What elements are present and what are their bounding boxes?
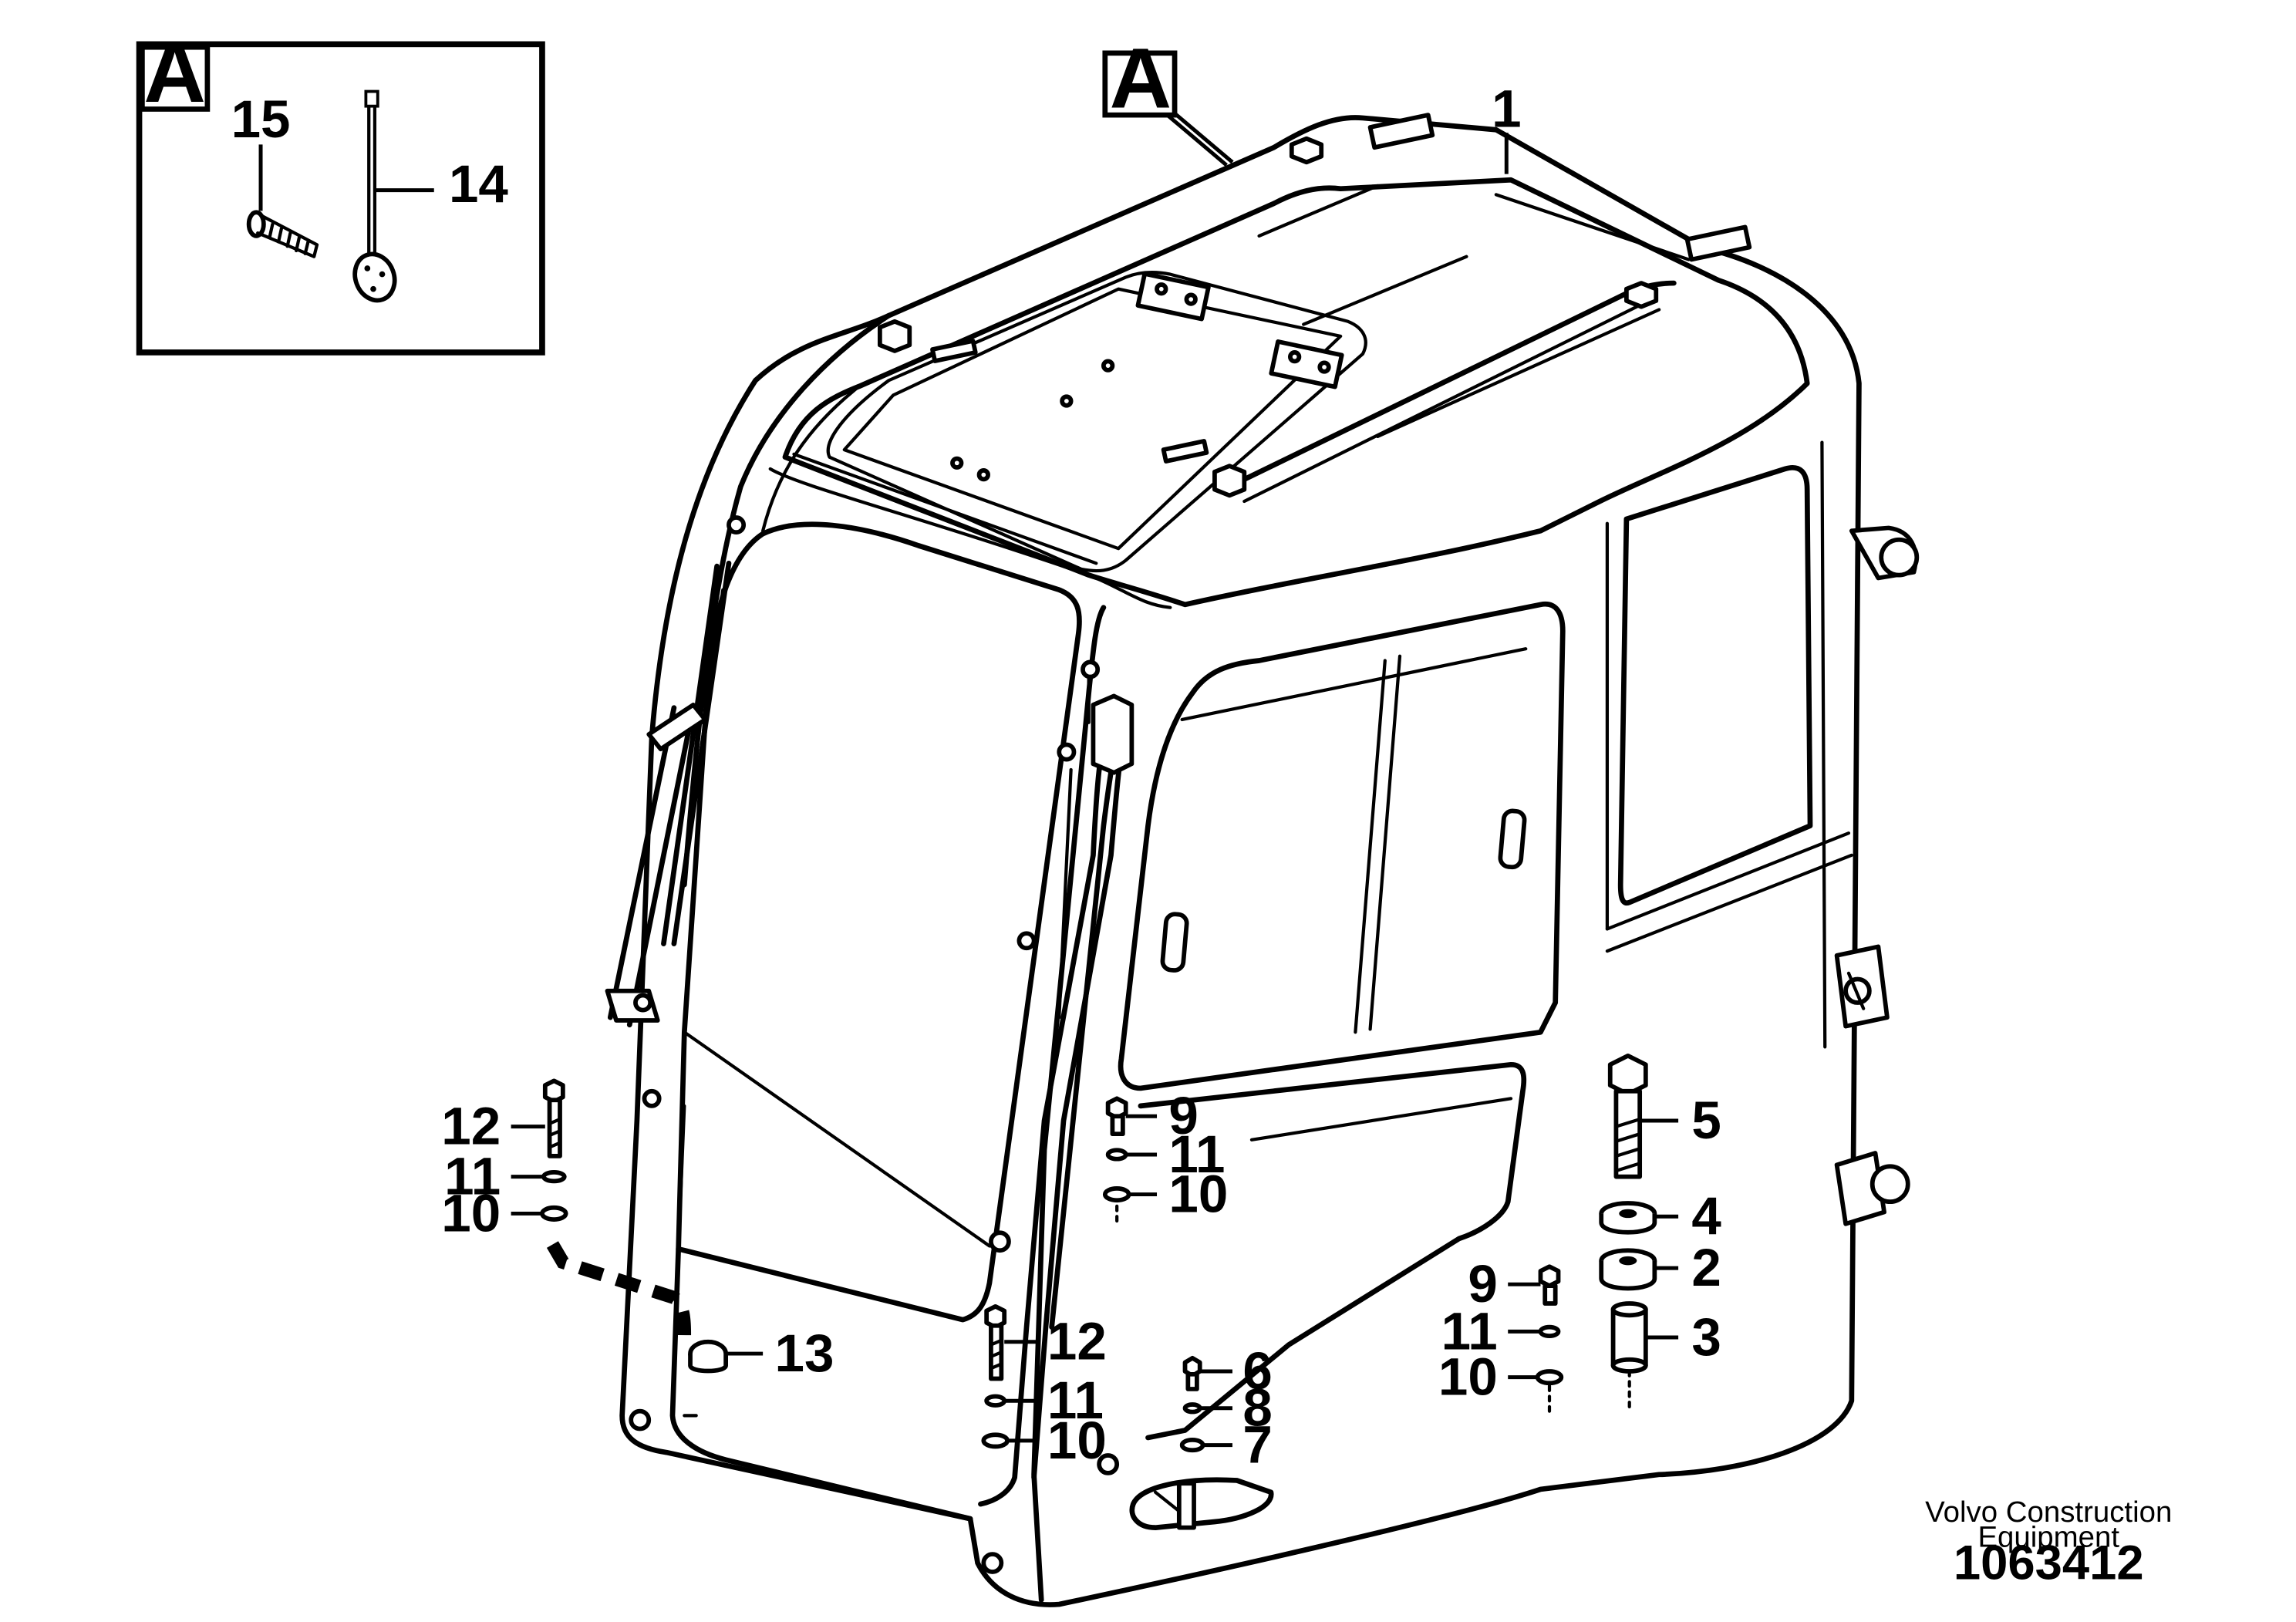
fastener-stack-lower-center — [981, 1304, 1037, 1449]
callout-15: 15 — [231, 89, 291, 149]
cab-rivets — [629, 515, 1101, 1574]
callout-8: 8 — [1242, 1378, 1272, 1438]
cab-mount-stack — [1599, 1053, 1679, 1411]
fastener-stack-front-left — [511, 1078, 568, 1222]
fastener-stack-door — [1179, 1355, 1232, 1453]
detail-reference-box — [1102, 50, 1178, 118]
fastener-stack-center — [1102, 1096, 1158, 1226]
callout-12-left: 12 — [441, 1097, 501, 1156]
callout-14: 14 — [449, 154, 508, 214]
callout-9-right: 9 — [1468, 1254, 1497, 1313]
fastener-stack-right — [1508, 1264, 1564, 1418]
ground-strap-part-14 — [352, 89, 434, 303]
roof-hatch — [826, 271, 1367, 573]
side-latch-upper — [1834, 944, 1890, 1029]
callout-9-center: 9 — [1168, 1086, 1198, 1145]
callout-10-right: 10 — [1438, 1347, 1498, 1407]
nut-part-13 — [688, 1339, 764, 1374]
door-lower-panel — [1138, 1061, 1527, 1441]
document-number: 1063412 — [1954, 1536, 2144, 1590]
footer: Volvo Construction Equipment 1063412 — [1925, 1496, 2172, 1590]
callout-4: 4 — [1691, 1186, 1721, 1246]
roof-bolts — [877, 136, 1659, 498]
callout-10-left: 10 — [441, 1184, 501, 1243]
cab-outline — [619, 115, 1862, 1607]
side-window — [1617, 465, 1813, 906]
detail-view-label-box — [140, 44, 211, 112]
maker-name-line1: Volvo Construction — [1925, 1496, 2172, 1529]
callout-12-lower: 12 — [1047, 1312, 1107, 1371]
callout-11-right: 11 — [1441, 1301, 1498, 1361]
door-handle — [1129, 1477, 1274, 1530]
wiper-assembly — [605, 560, 732, 1028]
detail-reference-label: A — [1110, 30, 1172, 126]
callout-11-center: 11 — [1168, 1125, 1225, 1184]
callout-1: 1 — [1492, 79, 1521, 139]
callout-10-lower: 10 — [1047, 1411, 1107, 1470]
callout-11-left: 11 — [444, 1147, 501, 1206]
callout-10-center: 10 — [1168, 1165, 1228, 1224]
operator-cab: A — [546, 30, 1920, 1607]
maker-name-line2: Equipment — [1977, 1521, 2119, 1554]
door-window — [1118, 601, 1566, 1091]
detail-view-label: A — [143, 24, 205, 120]
detail-view-a: A 15 14 — [136, 24, 545, 356]
side-latch-lower — [1834, 1151, 1910, 1226]
callout-6: 6 — [1242, 1341, 1272, 1401]
callout-13: 13 — [774, 1324, 834, 1383]
callout-labels: 1 5 4 2 3 12 11 10 9 11 10 13 12 11 10 6… — [441, 79, 1721, 1475]
callout-7: 7 — [1242, 1415, 1272, 1475]
roof-panel — [782, 177, 1810, 608]
callout-5: 5 — [1691, 1091, 1721, 1150]
callout-11-lower: 11 — [1047, 1371, 1104, 1430]
callout-3: 3 — [1691, 1307, 1721, 1367]
screw-part-15 — [246, 144, 319, 258]
front-windshield — [676, 521, 1082, 1323]
callout-2: 2 — [1691, 1238, 1721, 1297]
